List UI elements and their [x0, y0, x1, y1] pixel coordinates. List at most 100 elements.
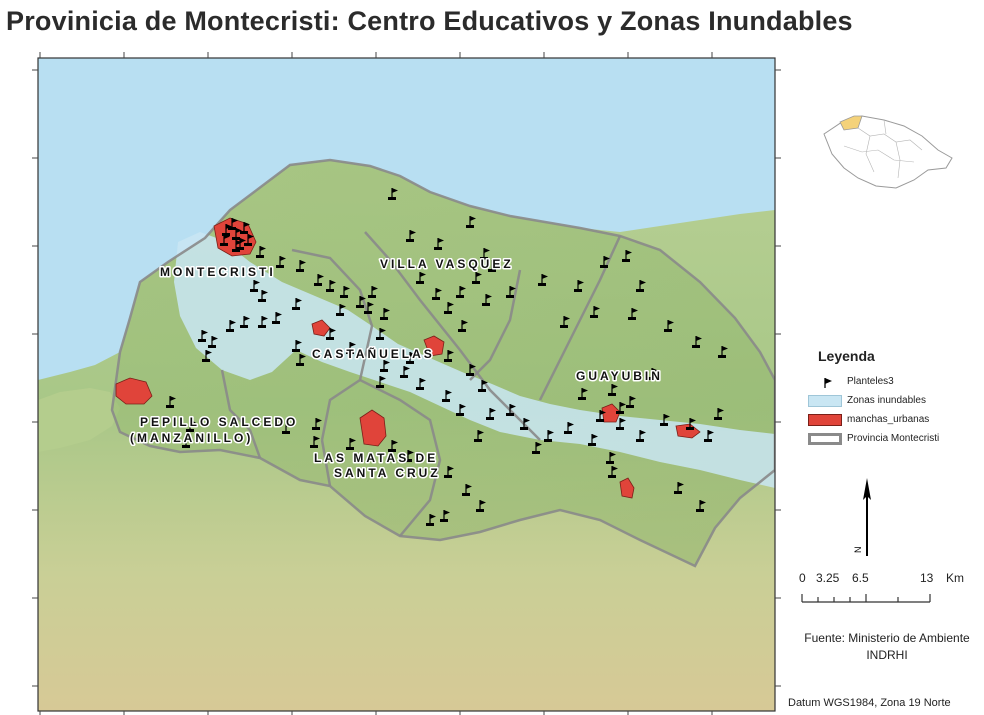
school-flag-icon: [258, 290, 268, 302]
school-flag-icon: [202, 350, 212, 362]
school-flag-icon: [388, 188, 398, 200]
school-flag-icon: [292, 298, 302, 310]
school-flag-icon: [444, 350, 454, 362]
town-label-guayubin: GUAYUBIN: [576, 369, 663, 383]
school-flag-icon: [476, 500, 486, 512]
school-flag-icon: [636, 430, 646, 442]
province-outline-swatch: [808, 432, 842, 445]
legend-label: manchas_urbanas: [847, 414, 930, 425]
town-label-las-matas: LAS MATAS DE: [314, 451, 438, 465]
school-flag-icon: [590, 306, 600, 318]
town-label-manzanillo: (MANZANILLO): [130, 431, 253, 445]
school-flag-icon: [456, 286, 466, 298]
urban-areas: [115, 217, 701, 499]
school-flag-icon: [426, 514, 436, 526]
school-flag-icon: [560, 316, 570, 328]
school-flag-icon: [292, 340, 302, 352]
school-flag-icon: [472, 272, 482, 284]
school-flag-icon: [272, 312, 282, 324]
school-flag-icon: [276, 256, 286, 268]
school-flag-icon: [664, 320, 674, 332]
school-flag-icon: [336, 304, 346, 316]
map-border: [37, 57, 776, 712]
school-flag-icon: [520, 418, 530, 430]
legend-label: Planteles3: [847, 376, 894, 387]
scale-labels: 0 3.25 6.5 13 Km: [796, 571, 976, 587]
school-flag-icon: [444, 466, 454, 478]
school-flag-icon: [346, 438, 356, 450]
school-flag-icon: [240, 222, 250, 234]
school-flag-icon: [208, 336, 218, 348]
legend-item-zonas-inundables: Zonas inundables: [808, 391, 984, 410]
school-flag-icon: [166, 396, 176, 408]
school-flag-icon: [282, 422, 292, 434]
western-land: [38, 388, 120, 452]
school-flag-icon: [432, 288, 442, 300]
school-flag-icon: [326, 328, 336, 340]
school-flag-icon: [312, 418, 322, 430]
school-flag-icon: [442, 390, 452, 402]
school-flag-icon: [458, 320, 468, 332]
school-flag-icon: [538, 274, 548, 286]
school-flag-icon: [326, 280, 336, 292]
flood-zone: [174, 232, 775, 488]
north-arrow-icon: N: [853, 478, 871, 556]
school-flag-icon: [626, 396, 636, 408]
school-flag-icon: [596, 410, 606, 422]
school-flag-icon: [466, 216, 476, 228]
school-flag-icon: [314, 274, 324, 286]
school-flag-icon: [232, 240, 242, 252]
school-flag-icon: [228, 218, 238, 230]
school-flag-icon: [488, 260, 498, 272]
legend-title: Leyenda: [818, 348, 875, 364]
school-flag-icon: [674, 482, 684, 494]
scale-label-13: 13: [920, 571, 934, 585]
town-label-villa-vasquez: VILLA VASQUEZ: [380, 257, 514, 271]
school-flag-icon: [696, 500, 706, 512]
school-flag-icon: [406, 352, 416, 364]
school-flag-icon: [648, 368, 658, 380]
north-letter: N: [853, 547, 863, 554]
school-flag-icon: [310, 436, 320, 448]
school-flag-icon: [380, 360, 390, 372]
graticule-ticks: [32, 52, 781, 715]
school-flag-icon: [296, 260, 306, 272]
source-credit: Fuente: Ministerio de Ambiente INDRHI: [790, 630, 984, 664]
school-flag-icon: [186, 420, 196, 432]
school-flag-icon: [608, 466, 618, 478]
school-flag-icon: [444, 302, 454, 314]
school-flag-icon: [250, 280, 260, 292]
school-flag-icon: [356, 296, 366, 308]
school-flag-icon: [636, 280, 646, 292]
school-flag-icon: [368, 286, 378, 298]
school-flag-icon: [400, 366, 410, 378]
school-flag-icon: [474, 430, 484, 442]
school-markers: [166, 188, 728, 526]
school-flag-icon: [692, 336, 702, 348]
school-flag-icon: [532, 442, 542, 454]
town-label-santa-cruz: SANTA CRUZ: [334, 466, 441, 480]
school-flag-icon: [416, 378, 426, 390]
datum-text: Datum WGS1984, Zona 19 Norte: [788, 697, 951, 709]
school-flag-icon: [256, 246, 266, 258]
town-label-castanuelas: CASTAÑUELAS: [312, 346, 435, 361]
school-flag-icon: [628, 308, 638, 320]
scale-label-unit: Km: [946, 571, 964, 585]
school-flag-icon: [616, 418, 626, 430]
legend-item-planteles: Planteles3: [808, 372, 984, 391]
school-flag-icon: [714, 408, 724, 420]
school-flag-icon: [686, 418, 696, 430]
legend-label: Provincia Montecristi: [847, 433, 940, 444]
school-flag-icon: [340, 286, 350, 298]
school-flag-icon: [506, 286, 516, 298]
school-flag-icon: [376, 328, 386, 340]
scale-bar: [801, 594, 931, 603]
school-flag-icon: [462, 484, 472, 496]
school-flag-icon: [182, 436, 192, 448]
legend-label: Zonas inundables: [847, 395, 926, 406]
school-flag-icon: [608, 384, 618, 396]
school-flag-icon: [456, 404, 466, 416]
map-title: Provinicia de Montecristi: Centro Educat…: [6, 6, 853, 36]
legend: Leyenda Planteles3 Zonas inundables manc…: [808, 348, 984, 448]
